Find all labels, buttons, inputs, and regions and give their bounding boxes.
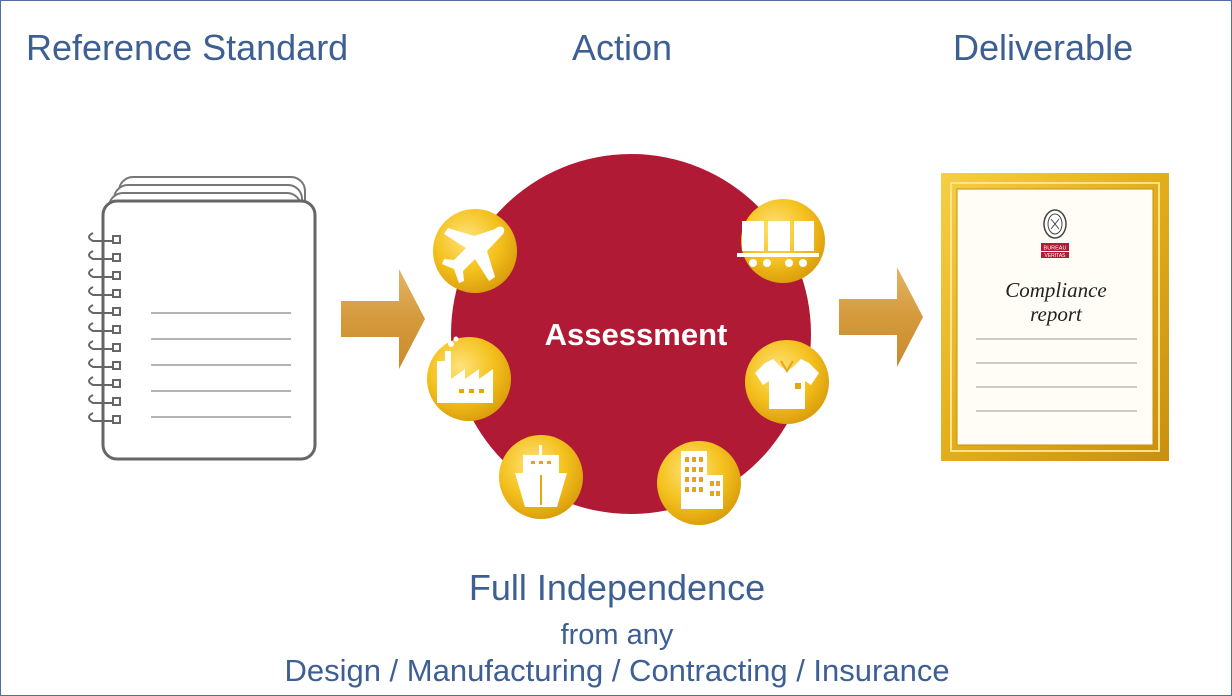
header-action: Action — [572, 27, 673, 68]
notebook-icon — [88, 176, 317, 461]
footer-line3: Design / Manufacturing / Contracting / I… — [284, 653, 950, 688]
certificate-title-line1: Compliance — [1005, 278, 1107, 302]
assessment-circle — [451, 154, 811, 514]
assessment-label: Assessment — [544, 317, 728, 352]
certificate-title-line2: report — [1030, 302, 1082, 326]
shirt-icon — [745, 340, 829, 424]
compliance-certificate: BUREAU VERITAS — [941, 173, 1169, 461]
arrow-right-2 — [839, 267, 923, 367]
factory-icon — [427, 336, 511, 421]
rail-wagon-icon — [737, 199, 825, 283]
footer-line1: Full Independence — [468, 567, 766, 608]
ship-icon — [499, 435, 583, 519]
logo-text-bottom: VERITAS — [1044, 253, 1066, 259]
header-reference-standard: Reference Standard — [26, 27, 349, 68]
airplane-icon — [433, 209, 517, 293]
bureau-veritas-logo: BUREAU VERITAS — [1041, 209, 1069, 259]
header-deliverable: Deliverable — [953, 27, 1134, 68]
footer-line2: from any — [560, 619, 674, 651]
arrow-right-1 — [341, 269, 425, 369]
building-icon — [657, 441, 741, 525]
logo-text-top: BUREAU — [1044, 246, 1067, 252]
